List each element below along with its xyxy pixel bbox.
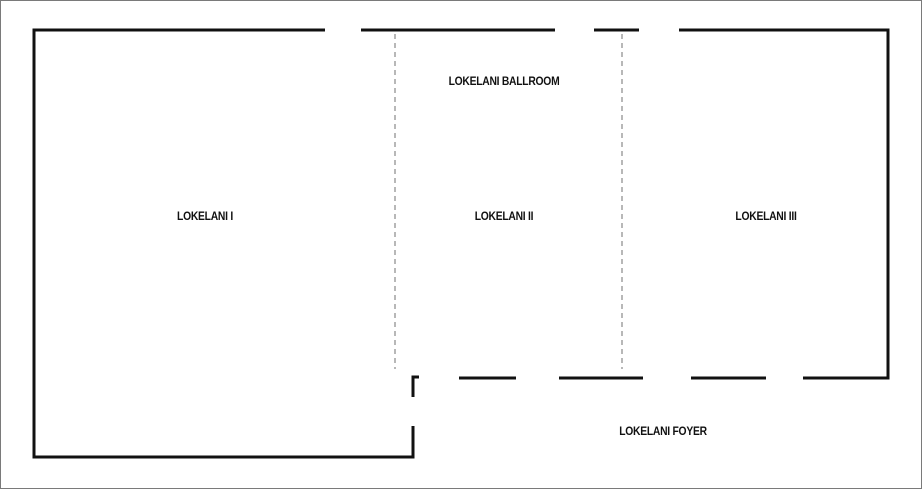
room-label-ballroom: LOKELANI BALLROOM [448, 74, 560, 88]
walls [32, 28, 890, 459]
room-label-lokelani-3: LOKELANI III [735, 209, 797, 223]
room-label-lokelani-1: LOKELANI I [177, 209, 233, 223]
wall-bracket [411, 375, 419, 397]
wall-top-left [32, 28, 415, 459]
room-label-lokelani-2: LOKELANI II [474, 209, 534, 223]
wall-top-right [679, 28, 890, 380]
room-label-foyer: LOKELANI FOYER [619, 424, 707, 438]
partitions [394, 34, 623, 369]
